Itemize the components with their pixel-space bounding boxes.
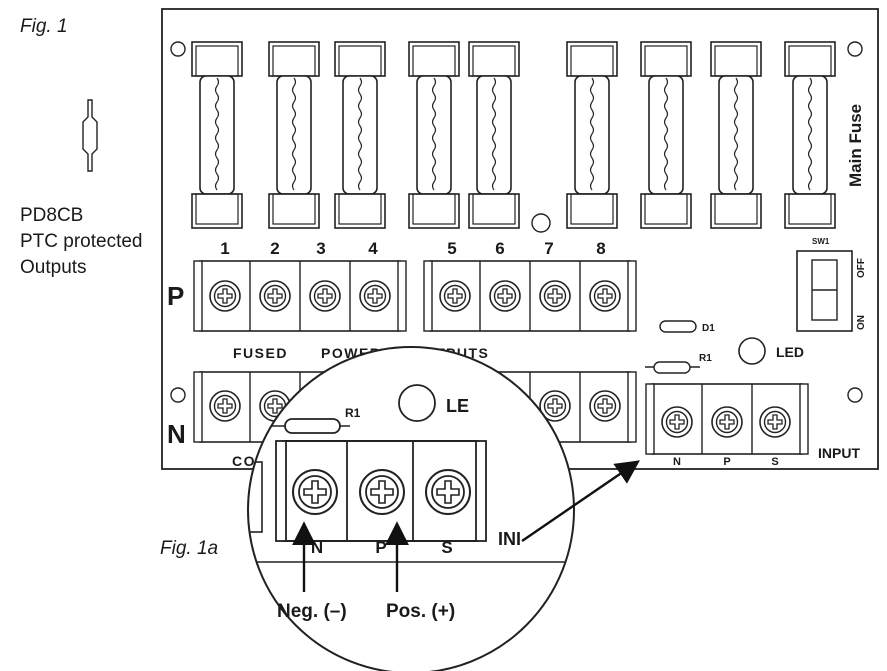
fuse-number-4: 4	[368, 239, 378, 258]
fuse-number-7: 7	[544, 239, 553, 258]
r1-label: R1	[699, 353, 712, 364]
screw-p8[interactable]	[589, 280, 621, 312]
fuse-2	[268, 41, 320, 229]
pos-label: Pos. (+)	[386, 601, 455, 622]
resistor-r1	[653, 361, 691, 374]
zoom-resistor	[284, 418, 341, 434]
fuse-number-8: 8	[596, 239, 605, 258]
row-p-label: P	[167, 281, 184, 311]
switch-sw1[interactable]	[796, 250, 853, 332]
fuse-4	[408, 41, 460, 229]
fuse-5	[468, 41, 520, 229]
switch-off-label: OFF	[856, 258, 867, 278]
zoom-led-partial-label: LE	[446, 396, 469, 416]
fuse-number-2: 2	[270, 239, 279, 258]
input-screw-n[interactable]	[661, 406, 693, 438]
fuse-1	[191, 41, 243, 229]
input-label: INPUT	[818, 445, 860, 461]
caption-fused: FUSED	[233, 345, 288, 361]
mounting-hole	[170, 41, 186, 57]
screw-p4[interactable]	[359, 280, 391, 312]
fuse-number-3: 3	[316, 239, 325, 258]
switch-on-label: ON	[856, 315, 867, 330]
screw-p7[interactable]	[539, 280, 571, 312]
zoom-terminal-p-label: P	[375, 538, 386, 557]
fuse-number-1: 1	[220, 239, 229, 258]
neg-label: Neg. (–)	[277, 601, 347, 622]
side-label-outputs: Outputs	[20, 257, 87, 278]
zoom-r1-label: R1	[345, 406, 361, 420]
side-label-ptc: PTC protected	[20, 231, 143, 252]
zoom-terminal-n-label: N	[311, 538, 323, 557]
screw-p1[interactable]	[209, 280, 241, 312]
input-terminal-p-label: P	[723, 456, 730, 468]
zoom-input-partial-label: INI	[498, 529, 521, 549]
fuse-number-5: 5	[447, 239, 456, 258]
d1-label: D1	[702, 323, 715, 334]
caption-co: CO	[232, 453, 256, 469]
zoom-screw-p[interactable]	[359, 469, 405, 515]
mounting-hole	[170, 387, 186, 403]
zoom-screw-s[interactable]	[425, 469, 471, 515]
row-n-label: N	[167, 419, 186, 449]
switch-label: SW1	[812, 237, 830, 246]
figure-1-label: Fig. 1	[20, 16, 68, 37]
mounting-hole	[847, 41, 863, 57]
fuse-number-6: 6	[495, 239, 504, 258]
fuse-3	[334, 41, 386, 229]
main-fuse-label: Main Fuse	[846, 104, 865, 187]
side-label-model: PD8CB	[20, 205, 84, 226]
main-fuse	[784, 41, 836, 229]
screw-p5[interactable]	[439, 280, 471, 312]
diode-d1	[659, 320, 697, 333]
input-terminal-s-label: S	[771, 456, 778, 468]
led-label: LED	[776, 344, 804, 360]
input-screw-p[interactable]	[711, 406, 743, 438]
screw-p3[interactable]	[309, 280, 341, 312]
screw-p2[interactable]	[259, 280, 291, 312]
screw-n8[interactable]	[589, 390, 621, 422]
fuse-8	[710, 41, 762, 229]
ptc-fuse-icon	[82, 99, 98, 172]
screw-p6[interactable]	[489, 280, 521, 312]
mounting-hole	[847, 387, 863, 403]
led-indicator	[738, 337, 766, 365]
figure-1a-label: Fig. 1a	[160, 538, 219, 559]
test-point	[531, 213, 551, 233]
fuse-6	[566, 41, 618, 229]
zoom-terminal-s-label: S	[441, 538, 452, 557]
zoom-screw-n[interactable]	[292, 469, 338, 515]
zoom-pointer-arrow	[521, 460, 640, 542]
input-screw-s[interactable]	[759, 406, 791, 438]
screw-n1[interactable]	[209, 390, 241, 422]
fuse-7	[640, 41, 692, 229]
input-terminal-n-label: N	[673, 456, 681, 468]
